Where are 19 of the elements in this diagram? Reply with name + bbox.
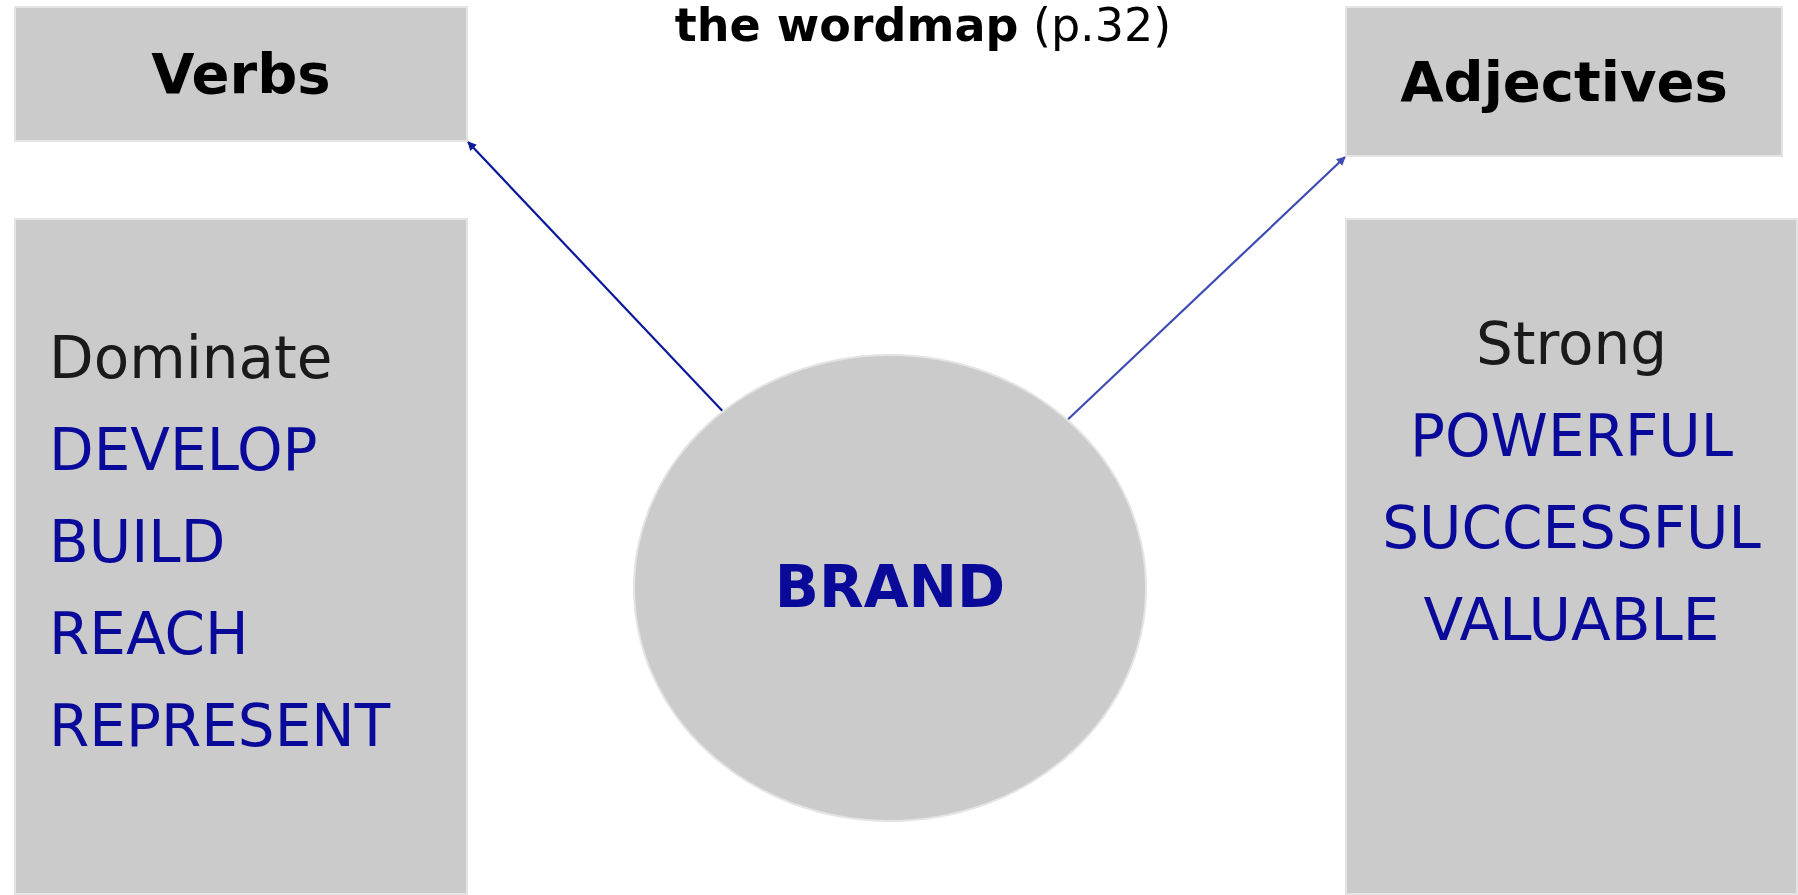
list-word: POWERFUL xyxy=(1409,401,1734,472)
diagram-title: the wordmap (p.32) xyxy=(674,0,1172,51)
list-word: DEVELOP xyxy=(49,415,318,486)
category-heading: Verbs xyxy=(151,40,331,108)
list-word: SUCCESSFUL xyxy=(1382,493,1761,564)
list-word: Dominate xyxy=(49,323,333,394)
list-word: VALUABLE xyxy=(1423,585,1720,656)
list-word: REPRESENT xyxy=(49,691,391,762)
word-list-panel xyxy=(1345,218,1798,895)
arrow xyxy=(467,141,724,412)
word-list-panel xyxy=(14,218,468,895)
list-word: REACH xyxy=(49,599,249,670)
category-heading: Adjectives xyxy=(1400,47,1728,116)
topic-label: BRAND xyxy=(774,553,1006,623)
list-word: Strong xyxy=(1475,309,1668,380)
category-box xyxy=(1345,6,1783,157)
arrow xyxy=(1067,156,1346,421)
category-box xyxy=(14,6,468,142)
list-word: BUILD xyxy=(49,507,226,578)
